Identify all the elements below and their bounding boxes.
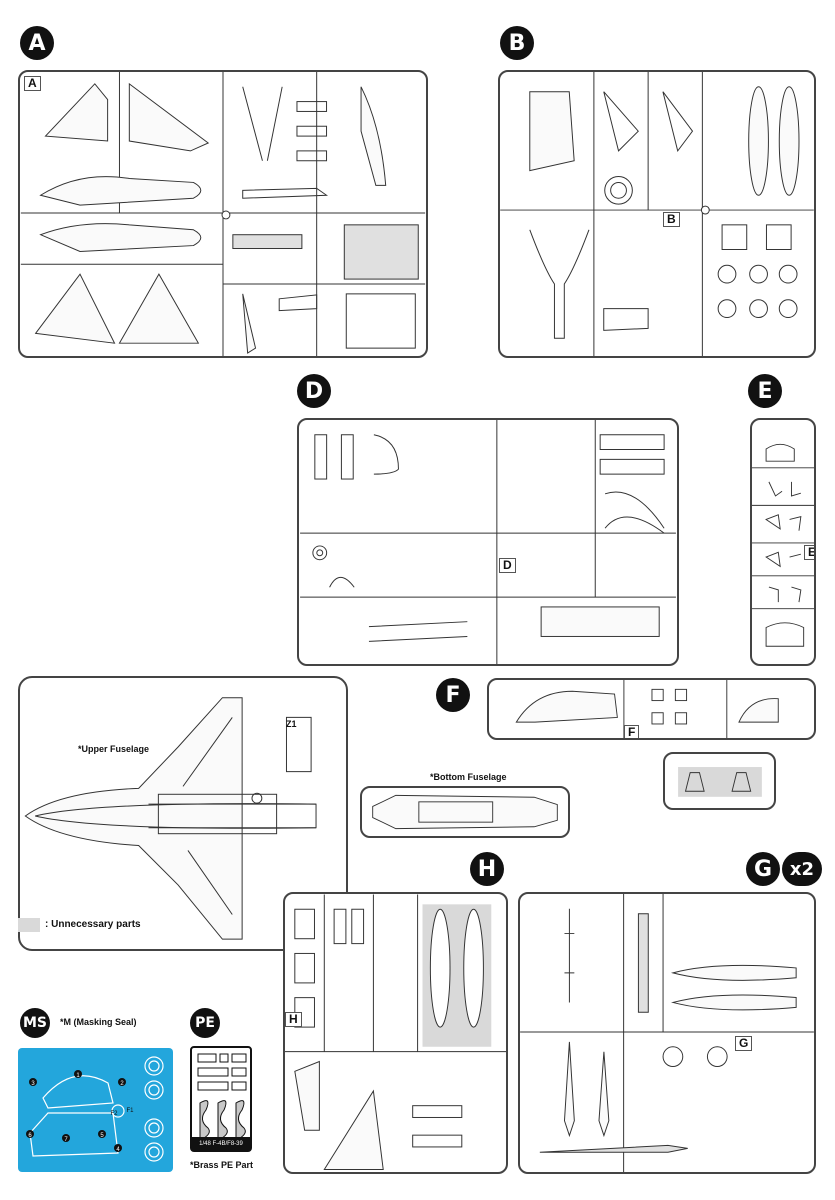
- sprue-f-parts: [515, 680, 779, 738]
- sprue-d-frame: D: [297, 418, 679, 666]
- bottom-fuselage-part: [372, 794, 558, 830]
- masking-seal-number: 6: [28, 1133, 32, 1139]
- pe-badge: PE: [190, 1008, 220, 1038]
- sprue-b-badge: B: [500, 26, 534, 60]
- sprue-f-frame: F: [487, 678, 816, 740]
- sprue-g-badge: G: [746, 852, 780, 886]
- sprue-a-parts: [20, 72, 426, 356]
- sprue-h-parts: [285, 894, 506, 1171]
- sprue-h-frame: H: [283, 892, 508, 1174]
- masking-seal-number: 4: [116, 1147, 120, 1153]
- masking-seal-number: 1: [76, 1073, 80, 1079]
- sprue-f-lower-parts: [678, 767, 762, 797]
- brass-pe-caption: *Brass PE Part: [190, 1160, 254, 1170]
- sprue-e-parts: [752, 443, 814, 647]
- sprue-d-parts: [300, 420, 676, 664]
- masking-seal-number: 7: [64, 1137, 68, 1143]
- masking-seal-caption: *M (Masking Seal): [60, 1017, 137, 1027]
- brass-pe-sheet: 1/48 F-4B/F8-39: [190, 1046, 252, 1152]
- bottom-fuselage-caption: *Bottom Fuselage: [430, 772, 507, 782]
- sprue-z-part-label: Z1: [286, 719, 297, 729]
- sprue-h-corner-label: H: [285, 1012, 302, 1027]
- sprue-g-parts: [520, 894, 814, 1172]
- ms-badge: MS: [20, 1008, 50, 1038]
- sprue-g-frame: G: [518, 892, 816, 1174]
- sprue-a-frame: A: [18, 70, 428, 358]
- sprue-f-lower-frame: [663, 752, 776, 810]
- unnecessary-parts-swatch: [18, 918, 40, 932]
- pe-footer-label: 1/48 F-4B/F8-39: [192, 1137, 250, 1150]
- sprue-g-multiplier: x2: [782, 852, 822, 886]
- upper-fuselage-caption: *Upper Fuselage: [78, 744, 150, 754]
- brass-pe-parts: [197, 1053, 247, 1139]
- sprue-h-badge: H: [470, 852, 504, 886]
- unnecessary-parts-label: : Unnecessary parts: [45, 919, 141, 930]
- masking-seal-number: 5: [100, 1133, 104, 1139]
- masking-seal-number: F1: [126, 1108, 134, 1114]
- sprue-d-badge: D: [297, 374, 331, 408]
- masking-seal-number: 2: [120, 1081, 124, 1087]
- sprue-e-badge: E: [748, 374, 782, 408]
- sprue-g-corner-label: G: [735, 1036, 753, 1051]
- sprue-e-frame: E: [750, 418, 816, 666]
- sprue-f-badge: F: [436, 678, 470, 712]
- sprue-b-frame: B: [498, 70, 816, 358]
- masking-seal-number: 3: [31, 1081, 35, 1087]
- sprue-b-corner-label: B: [663, 212, 680, 227]
- bottom-fuselage-frame: [360, 786, 570, 838]
- sprue-a-corner-label: A: [24, 76, 41, 91]
- sprue-a-badge: A: [20, 26, 54, 60]
- sprue-b-parts: [500, 72, 814, 356]
- masking-seal-number: F2: [110, 1111, 118, 1117]
- sprue-f-corner-label: F: [624, 725, 640, 738]
- sprue-e-corner-label: E: [804, 545, 814, 560]
- sprue-z-upper-fuselage: [24, 697, 317, 940]
- sprue-d-corner-label: D: [499, 558, 516, 573]
